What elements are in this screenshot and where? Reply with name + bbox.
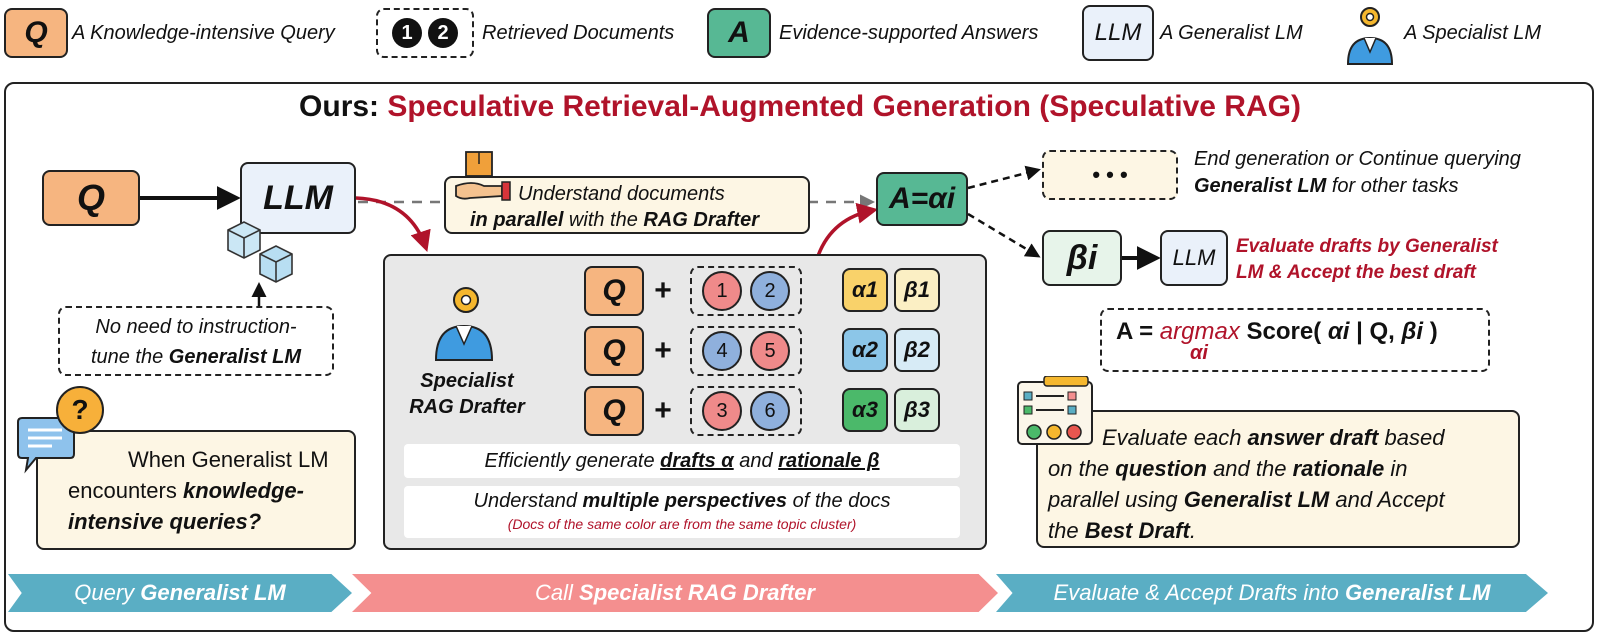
cube-icon	[227, 221, 293, 283]
hand-box-icon	[455, 151, 511, 201]
row1-docs: 1 2	[690, 266, 802, 316]
row3-beta: β3	[894, 388, 940, 432]
legend-answer-tile: A	[707, 8, 771, 58]
row3-plus: +	[654, 394, 672, 427]
query-box: Q	[42, 170, 140, 226]
banner-evaluate-accept: Evaluate & Accept Drafts into Generalist…	[996, 574, 1548, 612]
legend-query-label: A Knowledge-intensive Query	[72, 21, 335, 44]
doc-circle: 6	[750, 391, 790, 431]
beta-box: βi	[1042, 230, 1122, 286]
generalist-llm-box: LLM	[240, 162, 356, 234]
banner-call-drafter: Call Specialist RAG Drafter	[352, 574, 998, 612]
gear-icon	[1360, 7, 1380, 27]
understand-line1: Understand documents	[518, 183, 725, 205]
banner-query-generalist: Query Generalist LM	[8, 574, 352, 612]
row2-plus: +	[654, 334, 672, 367]
row1-alpha: α1	[842, 268, 888, 312]
drafter-line1: Efficiently generate drafts α and ration…	[404, 444, 960, 478]
row1-beta: β1	[894, 268, 940, 312]
formula-box: A = argmax Score( αi | Q, βi ) αi	[1100, 308, 1490, 372]
row2-docs: 4 5	[690, 326, 802, 376]
person-icon	[1346, 36, 1394, 65]
drafter-name: Specialist RAG Drafter	[409, 370, 525, 418]
no-need-note: No need to instruction- tune the General…	[58, 306, 334, 376]
legend-query-tile: Q	[4, 8, 68, 58]
no-need-line2: tune the Generalist LM	[90, 346, 302, 368]
question-note: When Generalist LM encounters knowledge-…	[36, 430, 356, 550]
person-icon	[434, 324, 494, 361]
understand-line2: in parallel with the RAG Drafter	[470, 209, 759, 231]
end-generation-text: End generation or Continue querying Gene…	[1194, 148, 1521, 197]
title-main: Speculative Retrieval-Augmented Generati…	[387, 90, 1301, 123]
page-title: Ours: Speculative Retrieval-Augmented Ge…	[0, 90, 1600, 124]
question-icon: ?	[56, 386, 104, 434]
arrow-llm-to-drafter	[355, 196, 431, 252]
chat-icon	[17, 417, 75, 474]
when-line3: intensive queries?	[68, 509, 262, 534]
row3-docs: 3 6	[690, 386, 802, 436]
legend-specialist-label: A Specialist LM	[1404, 21, 1542, 44]
doc-circle: 2	[750, 271, 790, 311]
arrow-answer-to-end	[967, 165, 1041, 190]
doc-circle: 1	[702, 271, 742, 311]
legend-llm-label: A Generalist LM	[1160, 21, 1303, 44]
ellipsis-box: • • •	[1042, 150, 1178, 200]
no-need-line1: No need to instruction-	[95, 316, 297, 338]
main-frame	[4, 82, 1594, 632]
arrow-answer-to-beta	[967, 212, 1041, 258]
row2-beta: β2	[894, 328, 940, 372]
legend-docs-label: Retrieved Documents	[482, 21, 675, 44]
row1-plus: +	[654, 274, 672, 307]
legend-doc-1: 1	[392, 18, 422, 48]
checklist-icon	[1017, 376, 1093, 445]
legend-answer-label: Evidence-supported Answers	[779, 21, 1039, 44]
doc-circle: 5	[750, 331, 790, 371]
doc-circle: 4	[702, 331, 742, 371]
drafter-line2: Understand multiple perspectives of the …	[404, 486, 960, 538]
evaluate-note: Evaluate each answer draft based on the …	[1036, 410, 1520, 548]
doc-circle: 3	[702, 391, 742, 431]
arrow-drafter-to-answer	[816, 202, 879, 257]
legend-docs-tile: 1 2	[376, 8, 474, 58]
answer-box: A=αi	[876, 172, 968, 226]
title-prefix: Ours:	[299, 90, 380, 123]
gear-icon	[453, 287, 479, 313]
legend-doc-2: 2	[428, 18, 458, 48]
legend-specialist-icon	[1346, 7, 1394, 65]
row3-query: Q	[584, 386, 644, 436]
topic-cluster-note: (Docs of the same color are from the sam…	[507, 516, 857, 532]
when-line1: When Generalist LM	[128, 447, 329, 472]
row2-query: Q	[584, 326, 644, 376]
row2-alpha: α2	[842, 328, 888, 372]
formula-subscript: αi	[1190, 342, 1208, 364]
when-line2: encounters knowledge-	[68, 478, 304, 503]
row1-query: Q	[584, 266, 644, 316]
row3-alpha: α3	[842, 388, 888, 432]
legend-llm-tile: LLM	[1082, 5, 1154, 61]
small-llm-box: LLM	[1160, 230, 1228, 286]
drafter-specialist-icon	[434, 287, 494, 361]
evaluate-red-text: Evaluate drafts by Generalist LM & Accep…	[1236, 236, 1498, 283]
